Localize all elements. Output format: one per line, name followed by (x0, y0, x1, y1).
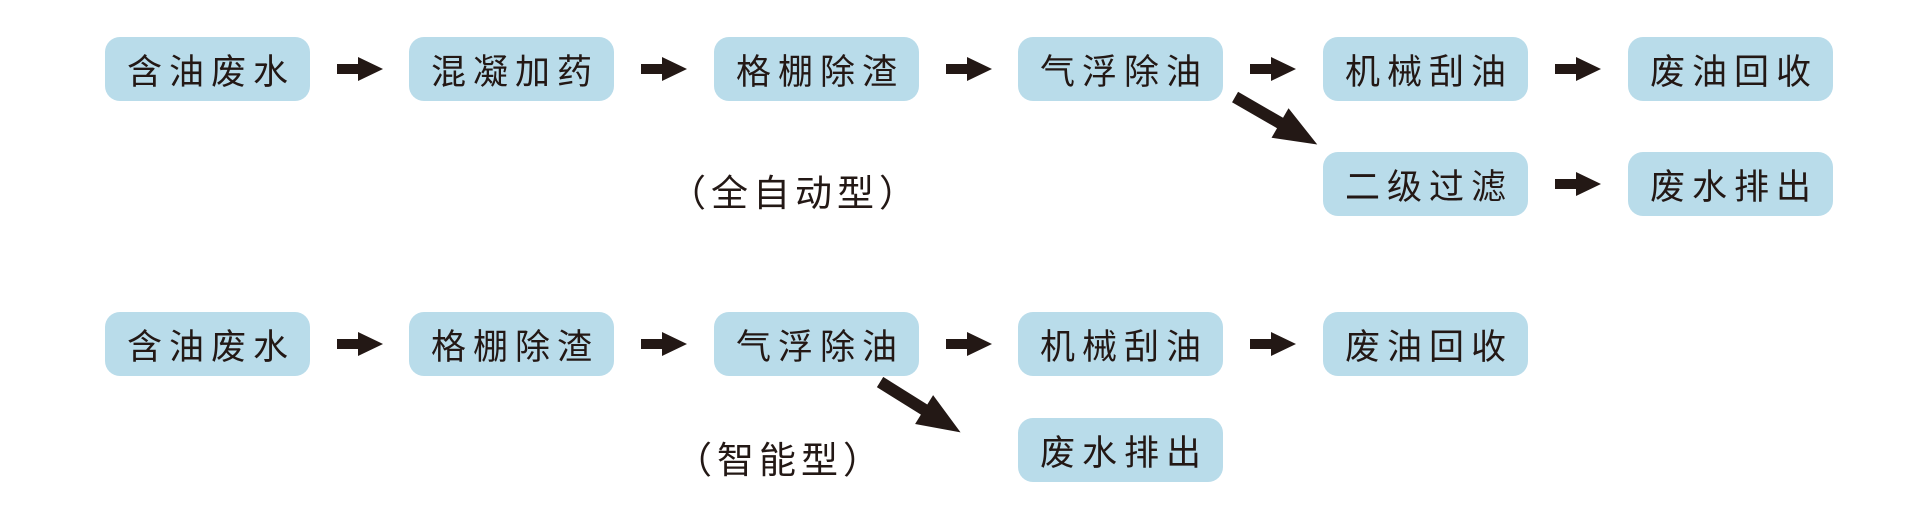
arrow-right-icon (641, 54, 687, 84)
flow-type-label: （全自动型） (669, 173, 921, 214)
arrow-down-right-icon (1225, 80, 1327, 162)
step-wastewater-discharge: 废水排出 (1628, 152, 1833, 216)
step-secondary-filtration: 二级过滤 (1323, 152, 1528, 216)
step-air-flotation-deoiling: 气浮除油 (714, 312, 919, 376)
step-screen-deslagging: 格棚除渣 (714, 37, 919, 101)
arrow-right-icon (1250, 54, 1296, 84)
step-oily-wastewater: 含油废水 (105, 37, 310, 101)
arrow-right-icon (337, 54, 383, 84)
step-air-flotation-deoiling: 气浮除油 (1018, 37, 1223, 101)
arrow-right-icon (1250, 329, 1296, 359)
arrow-right-icon (1555, 54, 1601, 84)
step-mechanical-oil-scraping: 机械刮油 (1018, 312, 1223, 376)
arrow-right-icon (1555, 169, 1601, 199)
step-coagulant-dosing: 混凝加药 (409, 37, 614, 101)
arrow-right-icon (946, 329, 992, 359)
arrow-right-icon (641, 329, 687, 359)
flow-type-label: （智能型） (675, 440, 885, 481)
step-mechanical-oil-scraping: 机械刮油 (1323, 37, 1528, 101)
step-waste-oil-recovery: 废油回收 (1628, 37, 1833, 101)
arrow-right-icon (946, 54, 992, 84)
arrow-down-right-icon (869, 365, 971, 449)
arrow-right-icon (337, 329, 383, 359)
step-oily-wastewater: 含油废水 (105, 312, 310, 376)
step-screen-deslagging: 格棚除渣 (409, 312, 614, 376)
step-wastewater-discharge: 废水排出 (1018, 418, 1223, 482)
step-waste-oil-recovery: 废油回收 (1323, 312, 1528, 376)
